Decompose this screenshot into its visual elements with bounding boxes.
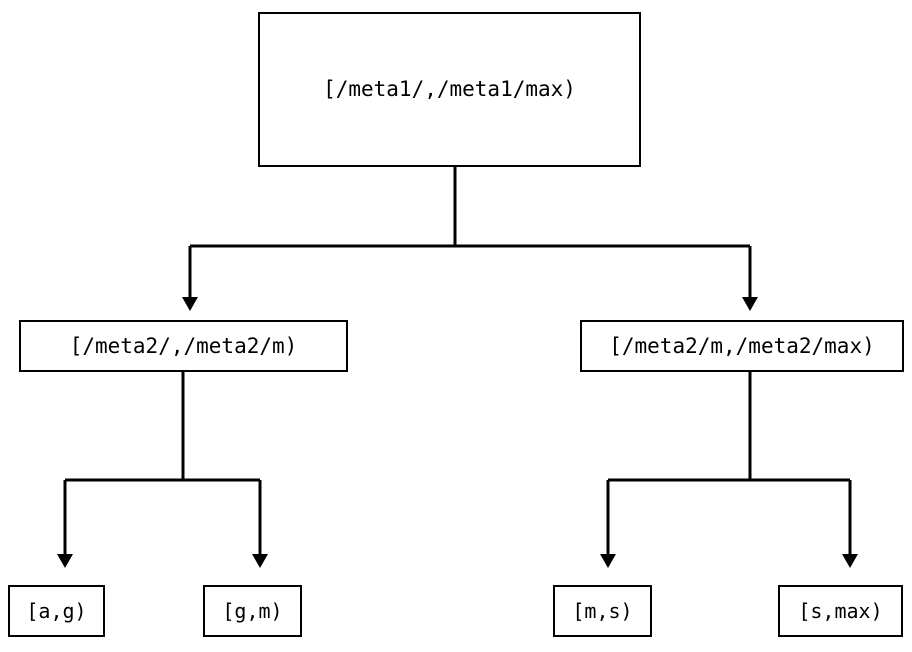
node-leaf-m-s-label: [m,s) (572, 599, 633, 623)
arrowhead-icon (600, 554, 616, 568)
node-mid-left-label: [/meta2/,/meta2/m) (69, 333, 298, 358)
arrowhead-icon (742, 297, 758, 311)
node-mid-right[interactable]: [/meta2/m,/meta2/max) (580, 320, 904, 372)
edge-midleft-to-leaf2 (183, 478, 268, 568)
node-leaf-g-m[interactable]: [g,m) (203, 585, 302, 637)
edge-midleft-to-leaf1 (57, 372, 185, 568)
node-mid-right-label: [/meta2/m,/meta2/max) (609, 333, 875, 358)
arrowhead-icon (252, 554, 268, 568)
arrowhead-icon (182, 297, 198, 311)
node-leaf-m-s[interactable]: [m,s) (553, 585, 652, 637)
node-leaf-s-max[interactable]: [s,max) (778, 585, 903, 637)
node-leaf-s-max-label: [s,max) (798, 599, 883, 623)
node-mid-left[interactable]: [/meta2/,/meta2/m) (19, 320, 348, 372)
node-leaf-a-g-label: [a,g) (26, 599, 87, 623)
node-root[interactable]: [/meta1/,/meta1/max) (258, 12, 641, 167)
node-leaf-g-m-label: [g,m) (222, 599, 283, 623)
node-leaf-a-g[interactable]: [a,g) (8, 585, 105, 637)
edge-root-to-mid-right (455, 244, 758, 311)
arrowhead-icon (842, 554, 858, 568)
node-root-label: [/meta1/,/meta1/max) (323, 77, 576, 101)
arrowhead-icon (57, 554, 73, 568)
edge-root-to-mid-left (182, 167, 457, 311)
edge-midright-to-leaf4 (750, 478, 858, 568)
edge-midright-to-leaf3 (600, 372, 752, 568)
